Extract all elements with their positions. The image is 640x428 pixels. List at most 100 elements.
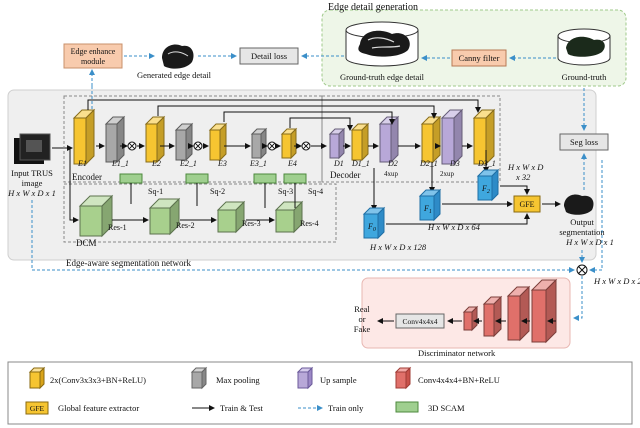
encoder-block-e4 <box>280 127 298 160</box>
scam-label-1: Sq-1 <box>148 187 163 196</box>
dcm-label-2: Res-2 <box>176 221 195 230</box>
generated-edge-blob <box>162 44 194 69</box>
upsample-4x-label: 4xup <box>384 170 399 178</box>
dcm-block-2 <box>148 197 181 236</box>
legend-train-test-label: Train & Test <box>220 403 263 413</box>
gt-edge-label: Ground-truth edge detail <box>340 72 425 82</box>
upsample-block-d2 <box>378 115 400 164</box>
legend-gfe-label: Global feature extractor <box>58 403 139 413</box>
legend-pool-swatch <box>190 366 208 390</box>
disc-block-2 <box>482 295 503 338</box>
scam-block-1 <box>119 173 143 184</box>
f2-block <box>476 168 500 202</box>
f0-dims: H x W x D x 128 <box>369 242 427 252</box>
encoder-label-e2: E2 <box>151 159 161 168</box>
legend-gfe-box-label: GFE <box>30 404 45 413</box>
pool-block-e3-1 <box>250 127 268 160</box>
decoder-block-d1-1 <box>350 122 370 162</box>
discriminator-blocks <box>447 278 558 344</box>
decoder-block-d2-1 <box>420 115 442 164</box>
legend-disc-label: Conv4x4x4+BN+ReLU <box>418 375 500 385</box>
detail-loss-box <box>239 47 299 65</box>
f0-block <box>362 206 386 240</box>
f0-label: F0 <box>367 222 376 233</box>
legend-disc-swatch <box>394 366 412 390</box>
disc-conv-box <box>395 313 445 329</box>
upsample-2x-label: 2xup <box>440 170 455 178</box>
upsample-block-d3 <box>440 108 464 166</box>
concat-to-disc <box>573 276 583 321</box>
gfe-label: GFE <box>519 200 534 209</box>
skip-connections <box>87 99 481 131</box>
legend-upsample-swatch <box>296 366 314 390</box>
legend-scam-swatch <box>395 401 419 413</box>
input-line1: Input TRUS <box>11 168 53 178</box>
legend-pool-label: Max pooling <box>216 375 260 385</box>
gt-edge-cylinder <box>345 21 419 67</box>
output-dims: H x W x D x 1 <box>565 237 614 247</box>
disc-label: Discriminator network <box>418 348 496 358</box>
decoder-label-d1-1: D1_1 <box>351 159 370 168</box>
input-image <box>14 133 51 164</box>
scam-block-4 <box>283 173 307 184</box>
dcm-block-3 <box>216 200 246 234</box>
gt-label: Ground-truth <box>562 72 608 82</box>
scam-block-3 <box>253 173 277 184</box>
f0-to-gfe <box>386 213 530 225</box>
decoder-label-d3: D3 <box>449 159 460 168</box>
encoder-block-e1 <box>72 108 96 166</box>
f1-dims: H x W x D x 64 <box>427 222 481 232</box>
pool-block-e2-1 <box>174 122 194 162</box>
dcm-label: DCM <box>76 238 97 248</box>
legend-conv-label: 2x(Conv3x3x3+BN+ReLU) <box>50 375 146 385</box>
op-1 <box>127 141 137 151</box>
legend-gfe-swatch <box>25 401 49 415</box>
f1-block <box>418 188 442 222</box>
detail-loss-label: Detail loss <box>251 51 287 61</box>
dcm-label-4: Res-4 <box>300 219 319 228</box>
output-line1: Output <box>570 217 594 227</box>
legend-scam-label: 3D SCAM <box>428 403 465 413</box>
f2-dims2: x 32 <box>515 172 531 182</box>
canny-filter-label: Canny filter <box>459 53 500 63</box>
edge-enhance-line2: module <box>81 57 105 66</box>
network-label: Edge-aware segmentation network <box>66 258 191 268</box>
legend-upsample-label: Up sample <box>320 375 357 385</box>
pool-block-e1-1 <box>104 115 126 164</box>
upsample-block-d1 <box>328 127 346 160</box>
input-dims: H x W x D x 1 <box>7 188 56 198</box>
dcm-block-1 <box>78 194 114 238</box>
disc-real: Real <box>354 304 370 314</box>
disc-fake: Fake <box>354 324 371 334</box>
concat-cross <box>578 266 586 274</box>
disc-conv-label: Conv4x4x4 <box>402 317 437 326</box>
encoder-block-e3 <box>208 122 228 162</box>
f2-to-gfe <box>500 185 530 195</box>
scam-label-2: Sq-2 <box>210 187 225 196</box>
op-3 <box>267 141 277 151</box>
f2-label: F2 <box>481 184 490 195</box>
scam-label-4: Sq-4 <box>308 187 323 196</box>
legend-box <box>7 361 633 425</box>
encoder-label-e1: E1 <box>77 159 87 168</box>
edge-enhance-line1: Edge enhance <box>71 47 116 56</box>
disc-block-4 <box>530 278 558 344</box>
decoder-block-d3-1 <box>472 108 496 166</box>
gfe-box <box>513 195 541 213</box>
dcm-region <box>63 183 337 243</box>
seg-loss-label: Seg loss <box>570 137 598 147</box>
encoder-block-e2 <box>144 115 166 164</box>
op-2 <box>193 141 203 151</box>
output-blob <box>564 194 594 215</box>
scam-block-2 <box>185 173 209 184</box>
encoder-label: Encoder <box>72 172 102 182</box>
dcm-block-4 <box>274 200 304 234</box>
generated-edge-label: Generated edge detail <box>137 70 212 80</box>
input-line2: image <box>22 178 43 188</box>
disc-block-1 <box>462 305 479 332</box>
